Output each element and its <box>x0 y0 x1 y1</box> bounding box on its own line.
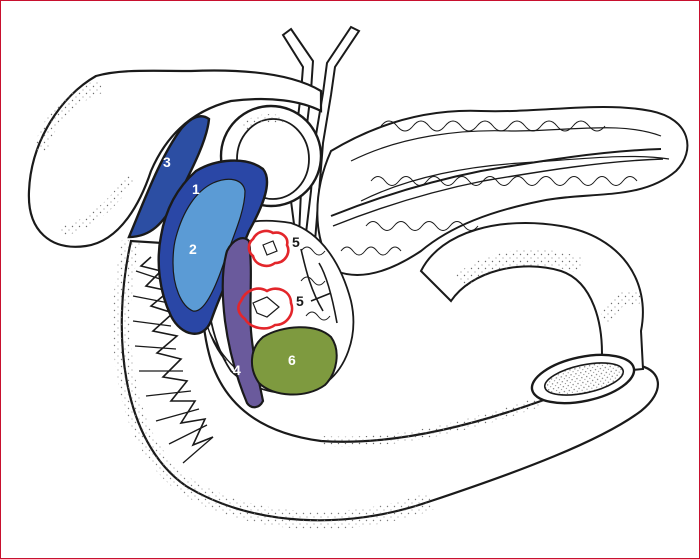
label-region-4: 4 <box>233 362 241 378</box>
duodenum <box>112 239 659 530</box>
pancreas-body-tail <box>316 105 689 276</box>
label-region-2: 2 <box>189 241 197 257</box>
duodenum-cut-end <box>530 353 636 405</box>
region-5a <box>247 229 290 268</box>
jejunum-loop <box>419 222 645 375</box>
region-5b <box>237 287 294 330</box>
gallbladder <box>27 69 323 248</box>
region-6 <box>251 326 338 396</box>
label-region-5b: 5 <box>296 293 304 309</box>
region-2 <box>172 178 246 312</box>
label-region-3: 3 <box>163 154 171 170</box>
label-region-6: 6 <box>288 352 296 368</box>
label-region-5a: 5 <box>292 234 300 250</box>
label-region-1: 1 <box>192 181 200 197</box>
